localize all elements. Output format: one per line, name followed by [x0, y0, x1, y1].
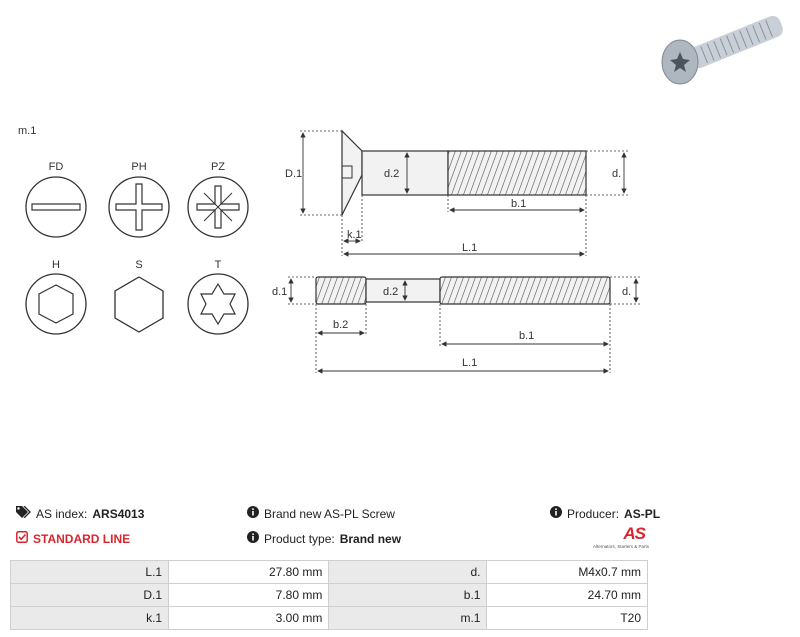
- as-index-value: ARS4013: [92, 506, 145, 521]
- table-row: L.1 27.80 mm d. M4x0.7 mm: [9, 560, 648, 584]
- table-row: D.1 7.80 mm b.1 24.70 mm: [9, 583, 648, 607]
- drive-ph-icon: PH: [108, 161, 170, 238]
- dim-stud-L1: L.1: [462, 357, 477, 369]
- as-index: AS index: ARS4013: [16, 505, 145, 521]
- info-icon: [247, 506, 259, 521]
- dim-k1: k.1: [347, 229, 362, 241]
- producer-label: Producer:: [567, 506, 620, 521]
- info-icon: [247, 531, 259, 546]
- head-type-label: m.1: [18, 125, 36, 137]
- product-line: STANDARD LINE: [16, 531, 130, 546]
- drive-fd-icon: FD: [25, 161, 87, 238]
- tags-icon: [16, 505, 31, 521]
- dim-stud-d2: d.2: [383, 286, 398, 298]
- product-photo: [661, 15, 783, 85]
- screw-technical-diagram: m.1 FD PH PZ H S T: [18, 15, 783, 374]
- dim-stud-d1: d.1: [272, 286, 287, 298]
- svg-text:PH: PH: [131, 161, 146, 173]
- producer: Producer: AS-PL: [550, 506, 660, 521]
- logo-mark: AS: [623, 524, 646, 543]
- product-description: Brand new AS-PL Screw: [247, 506, 395, 521]
- dim-d2: d.2: [384, 168, 399, 180]
- producer-logo: AS Alternators, Starters & Parts: [585, 524, 649, 552]
- drive-t-icon: T: [187, 259, 249, 335]
- logo-tagline: Alternators, Starters & Parts: [592, 544, 649, 549]
- checkbox-checked-icon: [16, 531, 28, 546]
- dim-stud-b1: b.1: [519, 330, 534, 342]
- dim-b1: b.1: [511, 198, 526, 210]
- countersunk-screw-drawing: D.1 d.2 d. b.1 k.1 L.1: [285, 129, 628, 257]
- dim-stud-d: d.: [622, 286, 631, 298]
- svg-text:S: S: [135, 259, 142, 271]
- svg-text:T: T: [215, 259, 222, 271]
- dim-L1: L.1: [462, 242, 477, 254]
- drive-s-icon: S: [114, 259, 164, 333]
- table-row: k.1 3.00 mm m.1 T20: [9, 606, 648, 630]
- dim-d: d.: [612, 168, 621, 180]
- info-icon: [550, 506, 562, 521]
- as-index-label: AS index:: [36, 506, 88, 521]
- spec-table: L.1 27.80 mm d. M4x0.7 mm D.1 7.80 mm b.…: [9, 560, 648, 630]
- product-line-text: STANDARD LINE: [33, 531, 131, 546]
- producer-value: AS-PL: [624, 506, 661, 521]
- stud-drawing: d.1 d.2 d. b.2 b.1 L.1: [272, 276, 640, 374]
- svg-text:FD: FD: [49, 161, 64, 173]
- svg-text:H: H: [52, 259, 60, 271]
- description-text: Brand new AS-PL Screw: [264, 506, 395, 521]
- product-type-label: Product type:: [264, 531, 335, 546]
- dim-stud-b2: b.2: [333, 319, 348, 331]
- product-type-value: Brand new: [339, 531, 402, 546]
- drive-h-icon: H: [25, 259, 87, 335]
- dim-D1: D.1: [285, 168, 302, 180]
- drive-pz-icon: PZ: [187, 161, 249, 238]
- svg-text:PZ: PZ: [211, 161, 225, 173]
- product-type: Product type: Brand new: [247, 531, 401, 546]
